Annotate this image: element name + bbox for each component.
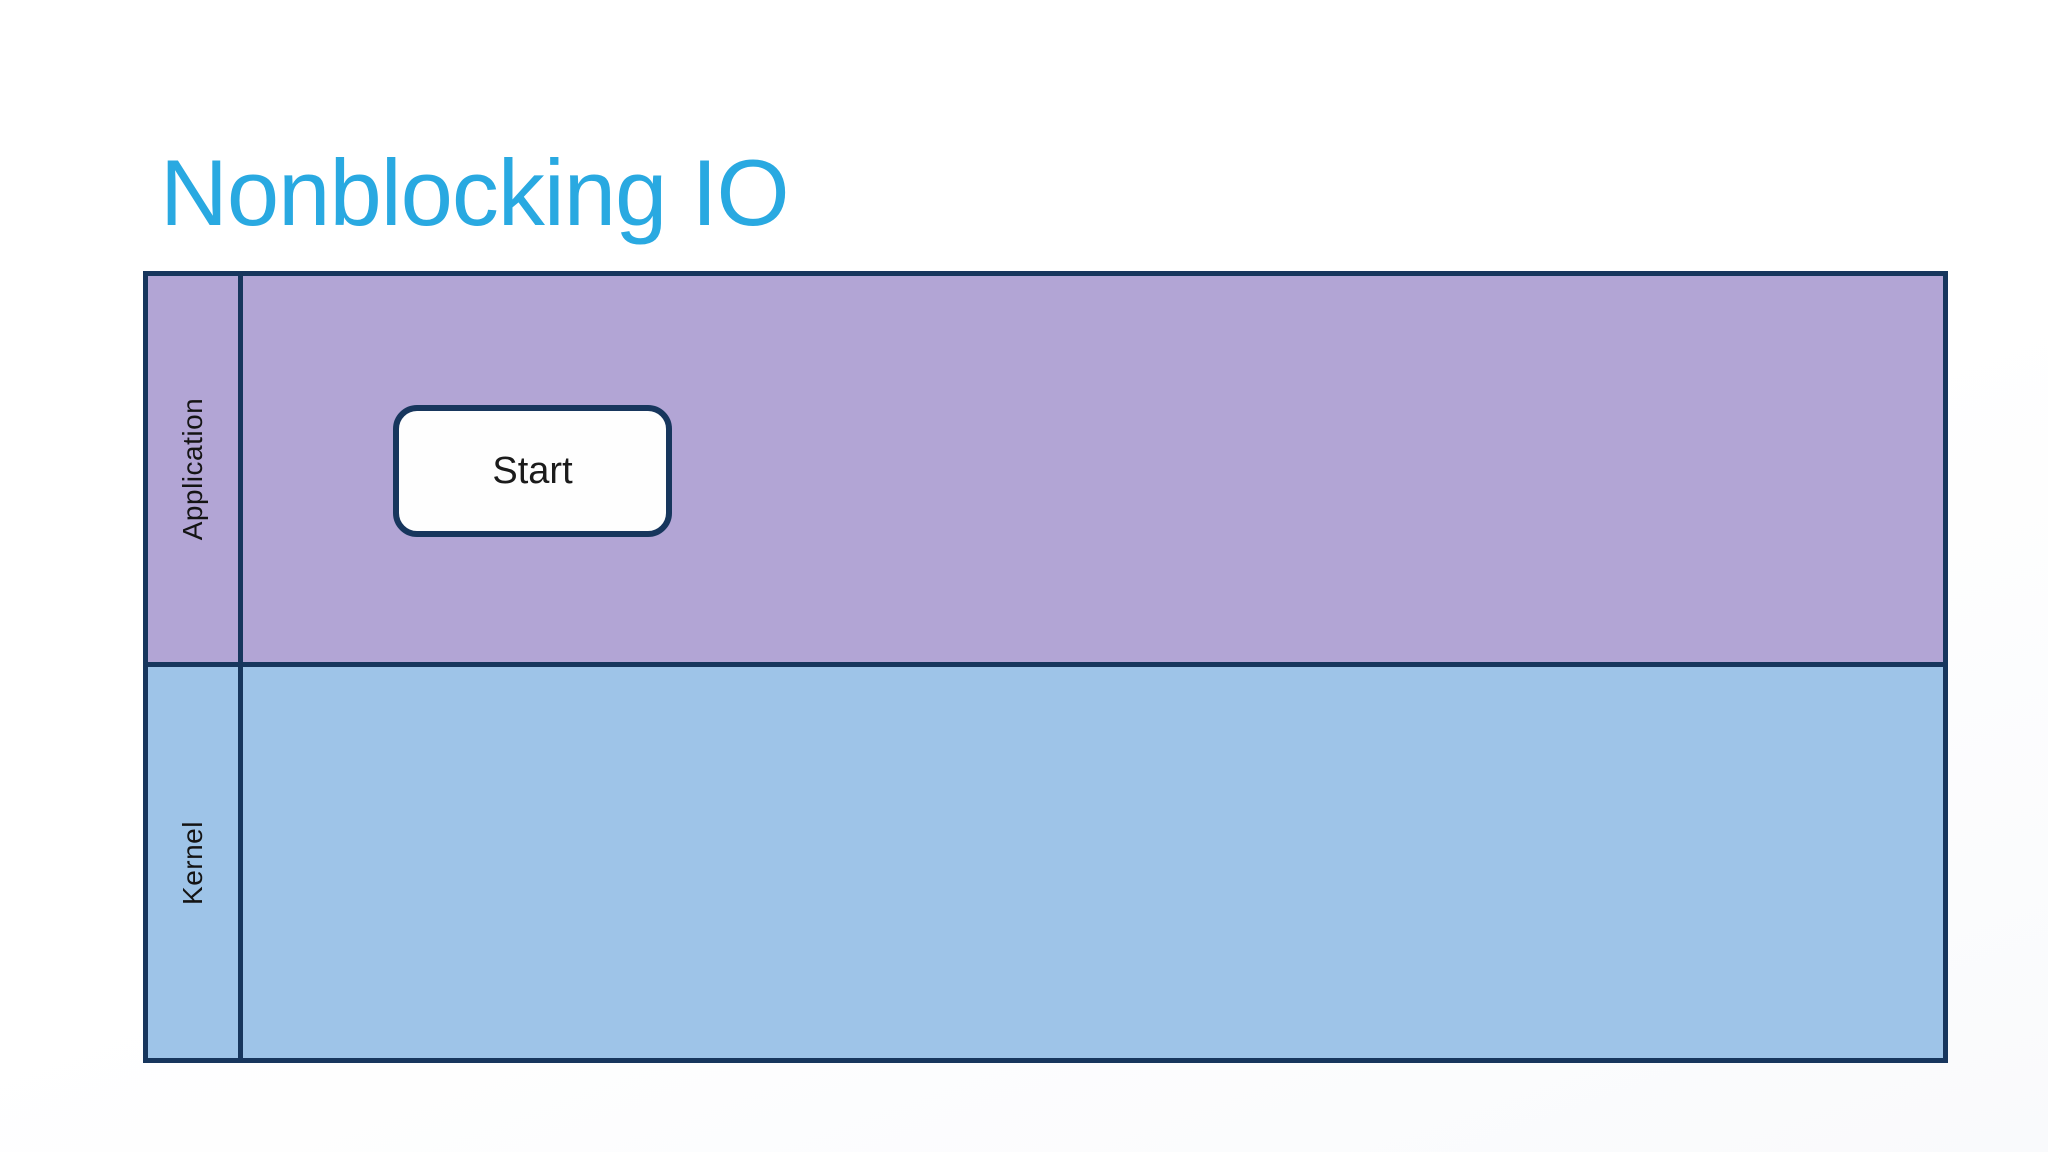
start-node: Start xyxy=(393,405,672,537)
lane-application: Application Start xyxy=(148,276,1943,667)
lane-application-label: Application xyxy=(177,397,209,541)
lane-application-content: Start xyxy=(243,276,1943,662)
slide-title: Nonblocking IO xyxy=(160,140,790,245)
lane-kernel: Kernel xyxy=(148,667,1943,1058)
swimlane-diagram: Application Start Kernel xyxy=(143,271,1948,1063)
start-node-label: Start xyxy=(492,450,573,492)
lane-application-label-cell: Application xyxy=(148,276,243,662)
lane-kernel-label-cell: Kernel xyxy=(148,667,243,1058)
lane-kernel-label: Kernel xyxy=(177,820,208,905)
lane-kernel-content xyxy=(243,667,1943,1058)
